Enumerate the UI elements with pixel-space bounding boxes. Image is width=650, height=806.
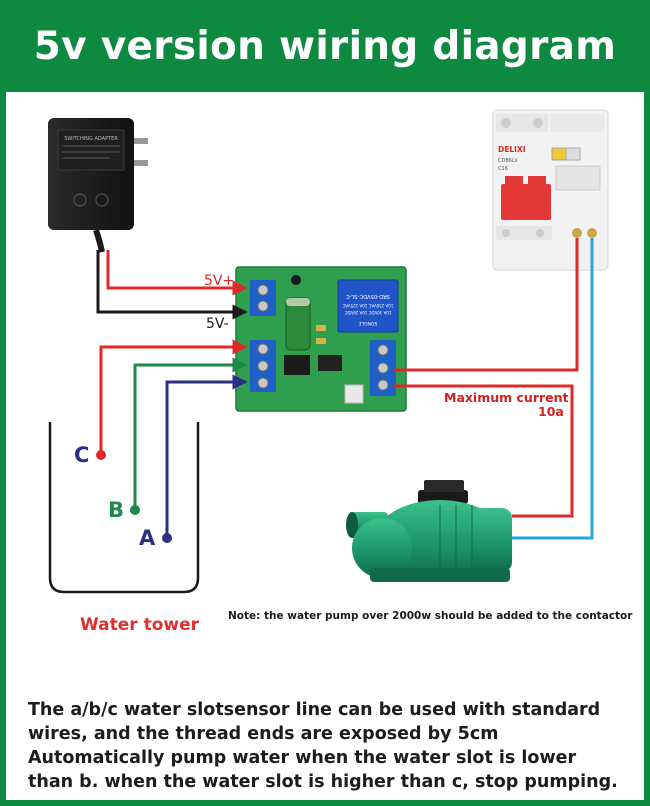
circuit-breaker: DELIXI CDB6Lii C16	[492, 109, 609, 271]
wires	[96, 238, 594, 540]
wire-breaker-pump-blue	[512, 238, 594, 540]
sensor-a-dot	[162, 533, 172, 543]
label-sensor-c: C	[74, 443, 89, 467]
label-5v-plus: 5V+	[204, 273, 234, 289]
wire-c	[99, 339, 248, 453]
wire-a	[165, 374, 248, 537]
label-5v-minus: 5V-	[206, 316, 229, 332]
relay-model: SRD-05VDC-SL-C	[346, 293, 390, 299]
water-tower	[48, 422, 200, 594]
label-max-current: Maximum current	[444, 390, 569, 405]
description-line: wires, and the thread ends are exposed b…	[28, 724, 499, 744]
wire-b	[133, 357, 248, 509]
relay-brand: SONGLE	[359, 320, 378, 326]
wire-5v-minus	[96, 250, 248, 320]
relay-spec1: 10A 250VAC 10A 125VAC	[342, 303, 393, 308]
adapter-label: SWITCHING ADAPTER	[64, 136, 118, 142]
wire-5v-plus	[106, 250, 248, 296]
label-sensor-a: A	[139, 526, 156, 550]
power-adapter: SWITCHING ADAPTER	[48, 118, 148, 253]
sensor-c-dot	[96, 450, 106, 460]
relay-board: SRD-05VDC-SL-C 10A 250VAC 10A 125VAC 10A…	[235, 266, 407, 412]
wire-relay-pump-red	[394, 384, 574, 518]
label-water-tower: Water tower	[80, 615, 200, 635]
power-terminal	[250, 280, 276, 316]
description-line: than b. when the water slot is higher th…	[28, 772, 618, 792]
description-line: Automatically pump water when the water …	[28, 748, 577, 768]
water-pump	[346, 480, 512, 582]
wire-breaker-red	[394, 238, 579, 372]
sensor-b-dot	[130, 505, 140, 515]
pump-note: Note: the water pump over 2000w should b…	[228, 610, 633, 622]
breaker-model: CDB6Lii	[498, 158, 518, 164]
breaker-brand: DELIXI	[498, 145, 526, 154]
page-title: 5v version wiring diagram	[0, 0, 650, 92]
label-max-current-value: 10a	[538, 404, 564, 419]
label-sensor-b: B	[108, 498, 124, 522]
description-text: The a/b/c water slotsensor line can be u…	[28, 698, 628, 794]
description-line: The a/b/c water slotsensor line can be u…	[28, 700, 601, 720]
breaker-rating: C16	[498, 166, 508, 172]
relay-spec2: 10A 30VDC 10A 28VDC	[344, 310, 391, 315]
